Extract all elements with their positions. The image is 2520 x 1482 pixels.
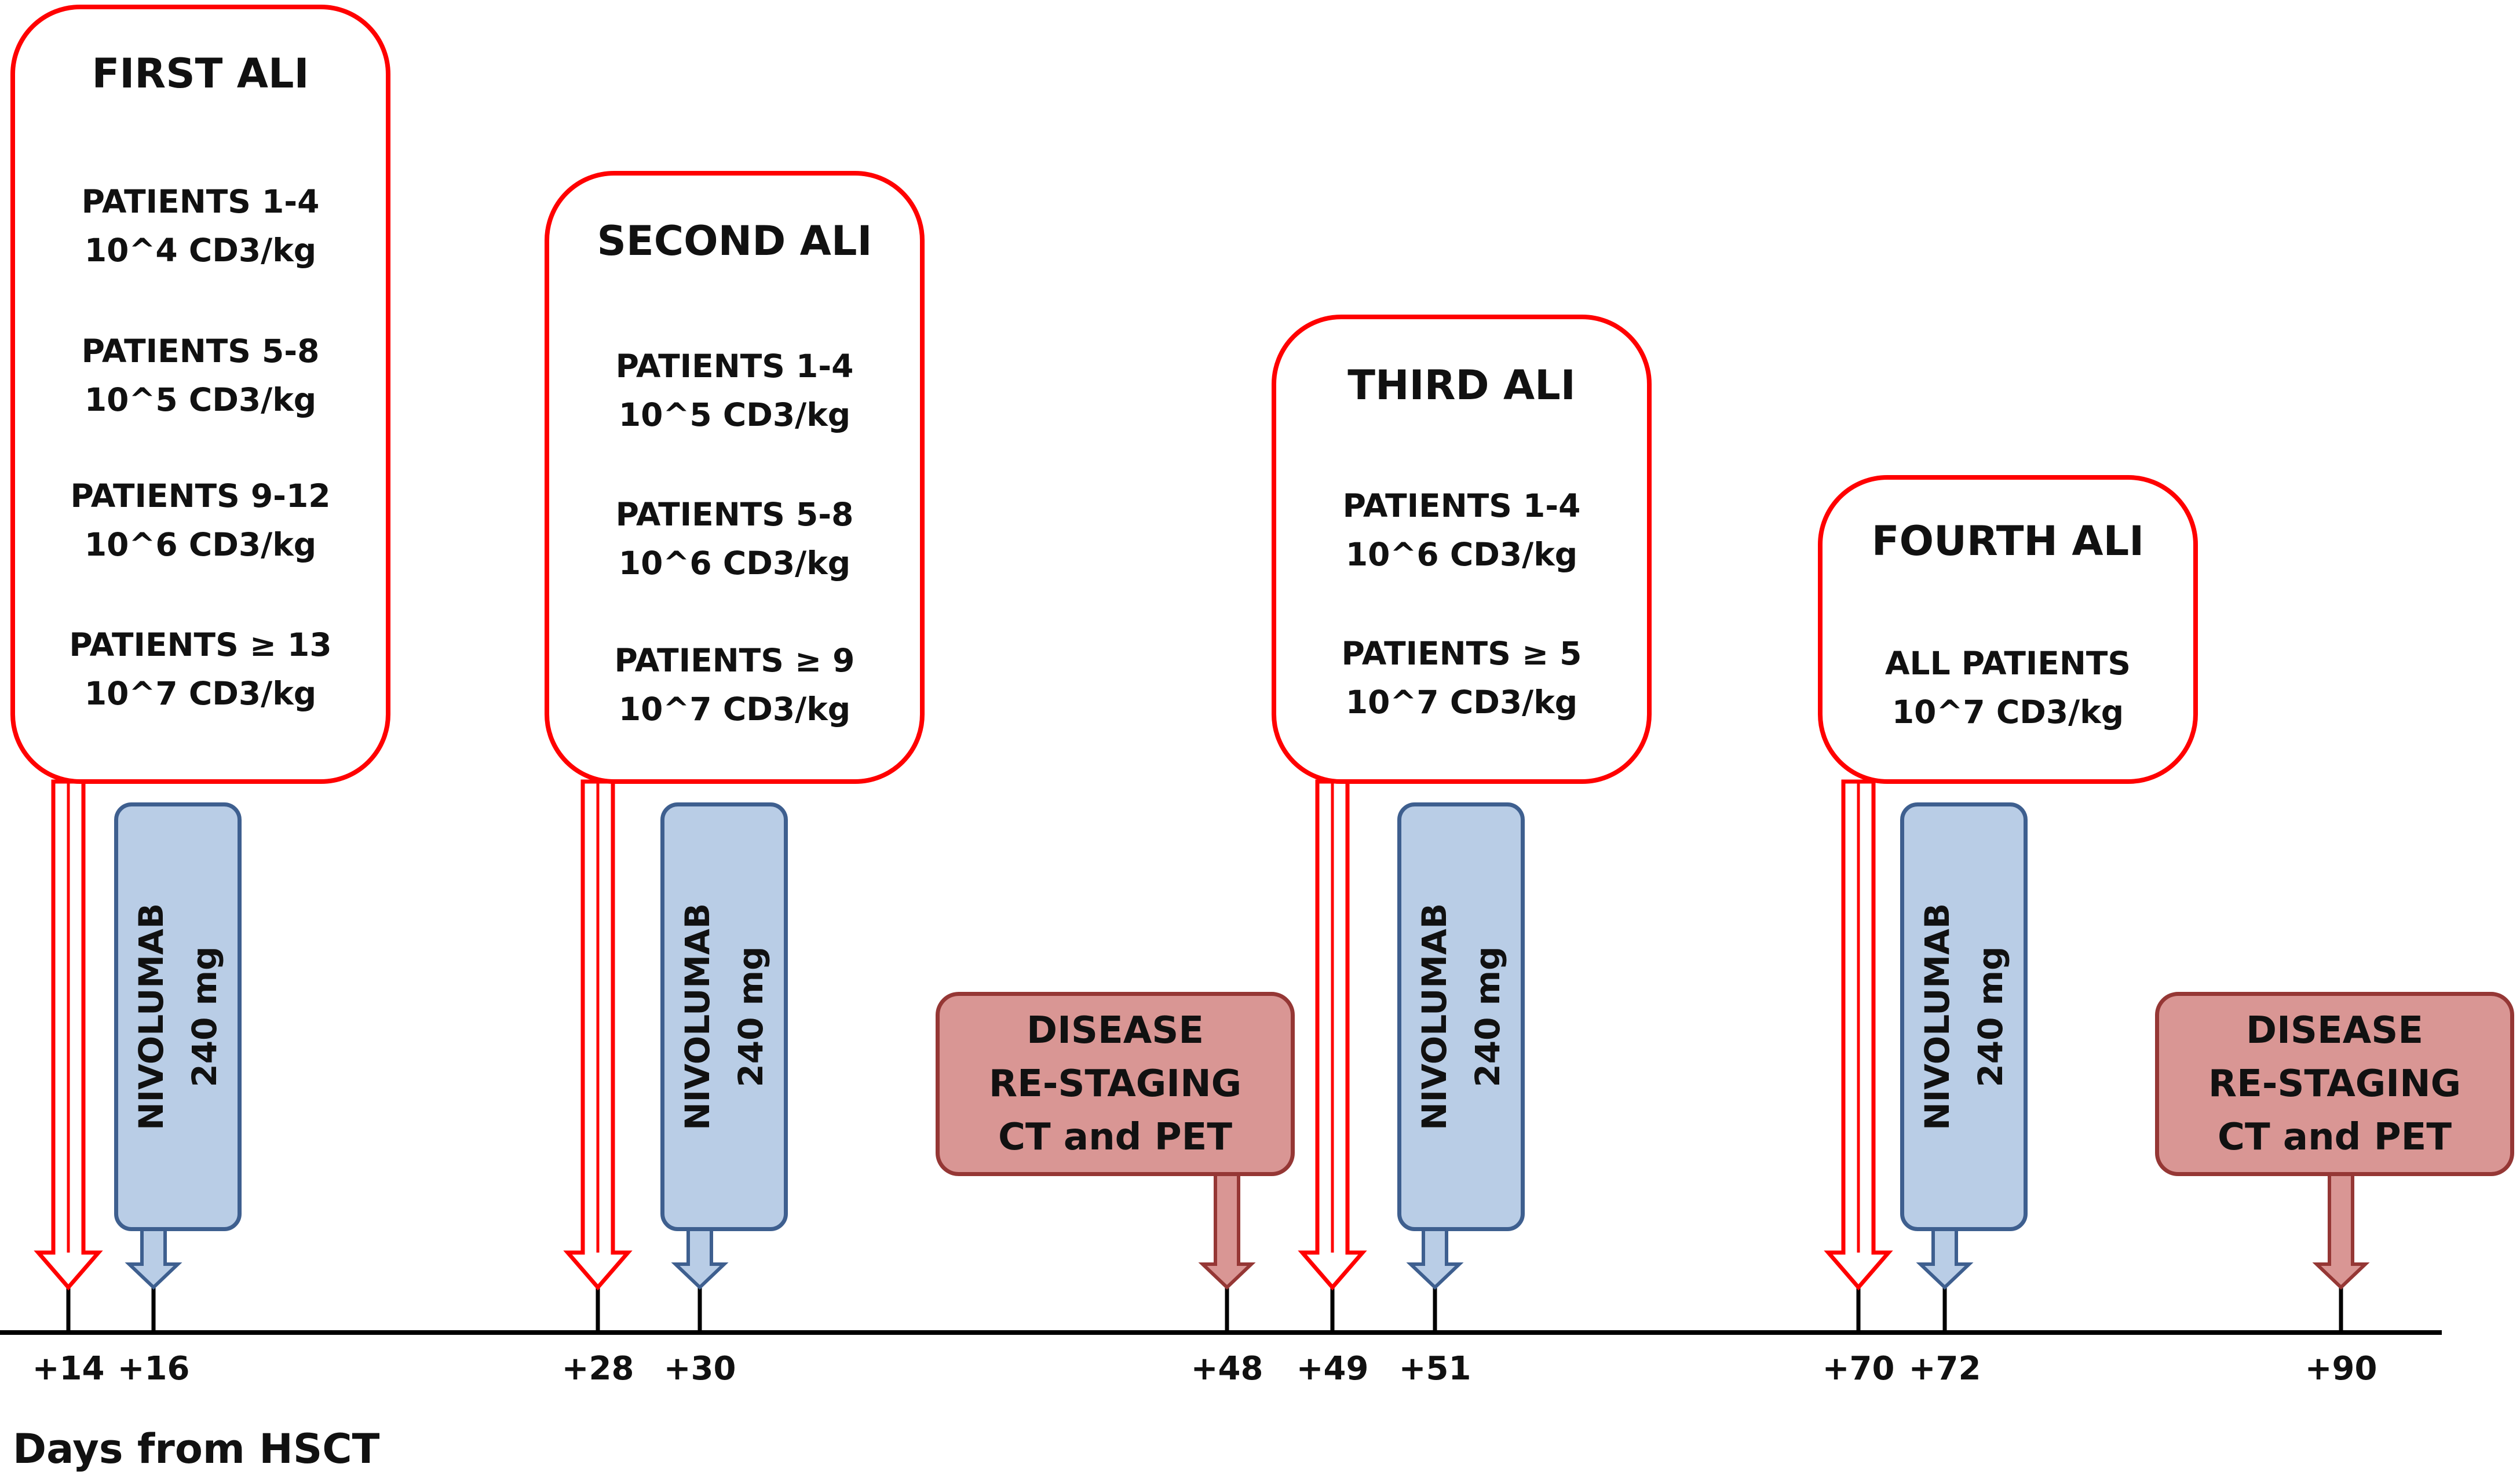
dose-group: PATIENTS 5-8 10^5 CD3/kg — [15, 327, 386, 424]
tick-label: +28 — [561, 1350, 634, 1388]
dose-group: PATIENTS 1-4 10^5 CD3/kg — [549, 342, 920, 439]
dose-label: 10^7 CD3/kg — [1345, 684, 1578, 721]
restaging-box: DISEASE RE-STAGING CT and PET — [936, 992, 1295, 1176]
patients-label: PATIENTS ≥ 5 — [1341, 635, 1582, 672]
tick-label: +30 — [663, 1350, 736, 1388]
tick-label: +51 — [1398, 1350, 1471, 1388]
nivolumab-box: NIVOLUMAB 240 mg — [1397, 802, 1525, 1231]
fourth-ali-box: FOURTH ALI ALL PATIENTS 10^7 CD3/kg — [1818, 475, 2198, 784]
tick-label: +14 — [32, 1350, 105, 1388]
patients-label: PATIENTS ≥ 9 — [614, 642, 855, 679]
third-ali-box: THIRD ALI PATIENTS 1-4 10^6 CD3/kg PATIE… — [1272, 315, 1652, 784]
tick-label: +49 — [1296, 1350, 1369, 1388]
dose-label: 10^5 CD3/kg — [618, 396, 851, 433]
restaging-line: DISEASE — [1026, 1009, 1204, 1052]
patients-label: PATIENTS 1-4 — [81, 183, 320, 220]
drug-dose: 240 mg — [731, 946, 770, 1087]
dose-group: PATIENTS 1-4 10^6 CD3/kg — [1276, 481, 1647, 579]
restaging-line: CT and PET — [998, 1116, 1233, 1159]
nivolumab-label: NIVOLUMAB 240 mg — [125, 903, 231, 1130]
restaging-line: RE-STAGING — [988, 1063, 1242, 1105]
dose-label: 10^7 CD3/kg — [618, 691, 851, 728]
second-ali-box: SECOND ALI PATIENTS 1-4 10^5 CD3/kg PATI… — [545, 171, 925, 784]
ali-title: FIRST ALI — [92, 50, 309, 97]
nivolumab-label: NIVOLUMAB 240 mg — [671, 903, 777, 1130]
ali-title: FOURTH ALI — [1871, 517, 2145, 565]
patients-label: PATIENTS ≥ 13 — [69, 626, 332, 663]
patients-label: PATIENTS 1-4 — [615, 348, 854, 385]
dose-label: 10^7 CD3/kg — [84, 675, 317, 712]
tick-label: +70 — [1822, 1350, 1895, 1388]
restaging-line: RE-STAGING — [2208, 1063, 2461, 1105]
nivolumab-box: NIVOLUMAB 240 mg — [660, 802, 788, 1231]
dose-group: PATIENTS ≥ 9 10^7 CD3/kg — [549, 636, 920, 733]
drug-name: NIVOLUMAB — [1918, 903, 1957, 1131]
patients-label: ALL PATIENTS — [1884, 645, 2131, 682]
tick-label: +72 — [1908, 1350, 1981, 1388]
patients-label: PATIENTS 5-8 — [81, 333, 320, 370]
drug-dose: 240 mg — [185, 946, 224, 1087]
tick-label: +90 — [2304, 1350, 2377, 1388]
drug-name: NIVOLUMAB — [1415, 903, 1454, 1131]
drug-name: NIVOLUMAB — [132, 903, 171, 1131]
restaging-arrow — [1198, 1173, 1256, 1290]
dose-group: PATIENTS 5-8 10^6 CD3/kg — [549, 490, 920, 587]
dose-label: 10^6 CD3/kg — [84, 526, 317, 563]
dose-label: 10^5 CD3/kg — [84, 381, 317, 418]
patients-label: PATIENTS 5-8 — [615, 496, 854, 533]
nivolumab-arrow — [1406, 1228, 1464, 1290]
axis-title: Days from HSCT — [13, 1425, 380, 1473]
restaging-arrow — [2312, 1173, 2370, 1290]
dose-group: PATIENTS 1-4 10^4 CD3/kg — [15, 177, 386, 275]
nivolumab-box: NIVOLUMAB 240 mg — [1900, 802, 2028, 1231]
first-ali-box: FIRST ALI PATIENTS 1-4 10^4 CD3/kg PATIE… — [10, 5, 390, 784]
nivolumab-arrow — [671, 1228, 729, 1290]
restaging-box: DISEASE RE-STAGING CT and PET — [2155, 992, 2514, 1176]
dose-label: 10^4 CD3/kg — [84, 232, 317, 269]
dose-group: PATIENTS 9-12 10^6 CD3/kg — [15, 472, 386, 569]
dose-group: PATIENTS ≥ 13 10^7 CD3/kg — [15, 620, 386, 718]
dose-group: ALL PATIENTS 10^7 CD3/kg — [1823, 639, 2193, 736]
nivolumab-arrow — [1916, 1228, 1974, 1290]
nivolumab-arrow — [125, 1228, 182, 1290]
nivolumab-label: NIVOLUMAB 240 mg — [1911, 903, 2017, 1130]
drug-dose: 240 mg — [1971, 946, 2010, 1087]
drug-name: NIVOLUMAB — [678, 903, 717, 1131]
dose-label: 10^6 CD3/kg — [618, 545, 851, 582]
nivolumab-box: NIVOLUMAB 240 mg — [114, 802, 242, 1231]
dose-group: PATIENTS ≥ 5 10^7 CD3/kg — [1276, 629, 1647, 727]
ali-title: THIRD ALI — [1347, 362, 1576, 409]
patients-label: PATIENTS 1-4 — [1342, 487, 1581, 524]
drug-dose: 240 mg — [1468, 946, 1507, 1087]
tick-label: +16 — [117, 1350, 190, 1388]
dose-label: 10^7 CD3/kg — [1891, 693, 2124, 731]
restaging-line: CT and PET — [2217, 1116, 2452, 1159]
restaging-line: DISEASE — [2245, 1009, 2424, 1052]
nivolumab-label: NIVOLUMAB 240 mg — [1408, 903, 1514, 1130]
dose-label: 10^6 CD3/kg — [1345, 536, 1578, 573]
ali-title: SECOND ALI — [597, 217, 872, 265]
tick-label: +48 — [1190, 1350, 1263, 1388]
patients-label: PATIENTS 9-12 — [70, 477, 331, 514]
